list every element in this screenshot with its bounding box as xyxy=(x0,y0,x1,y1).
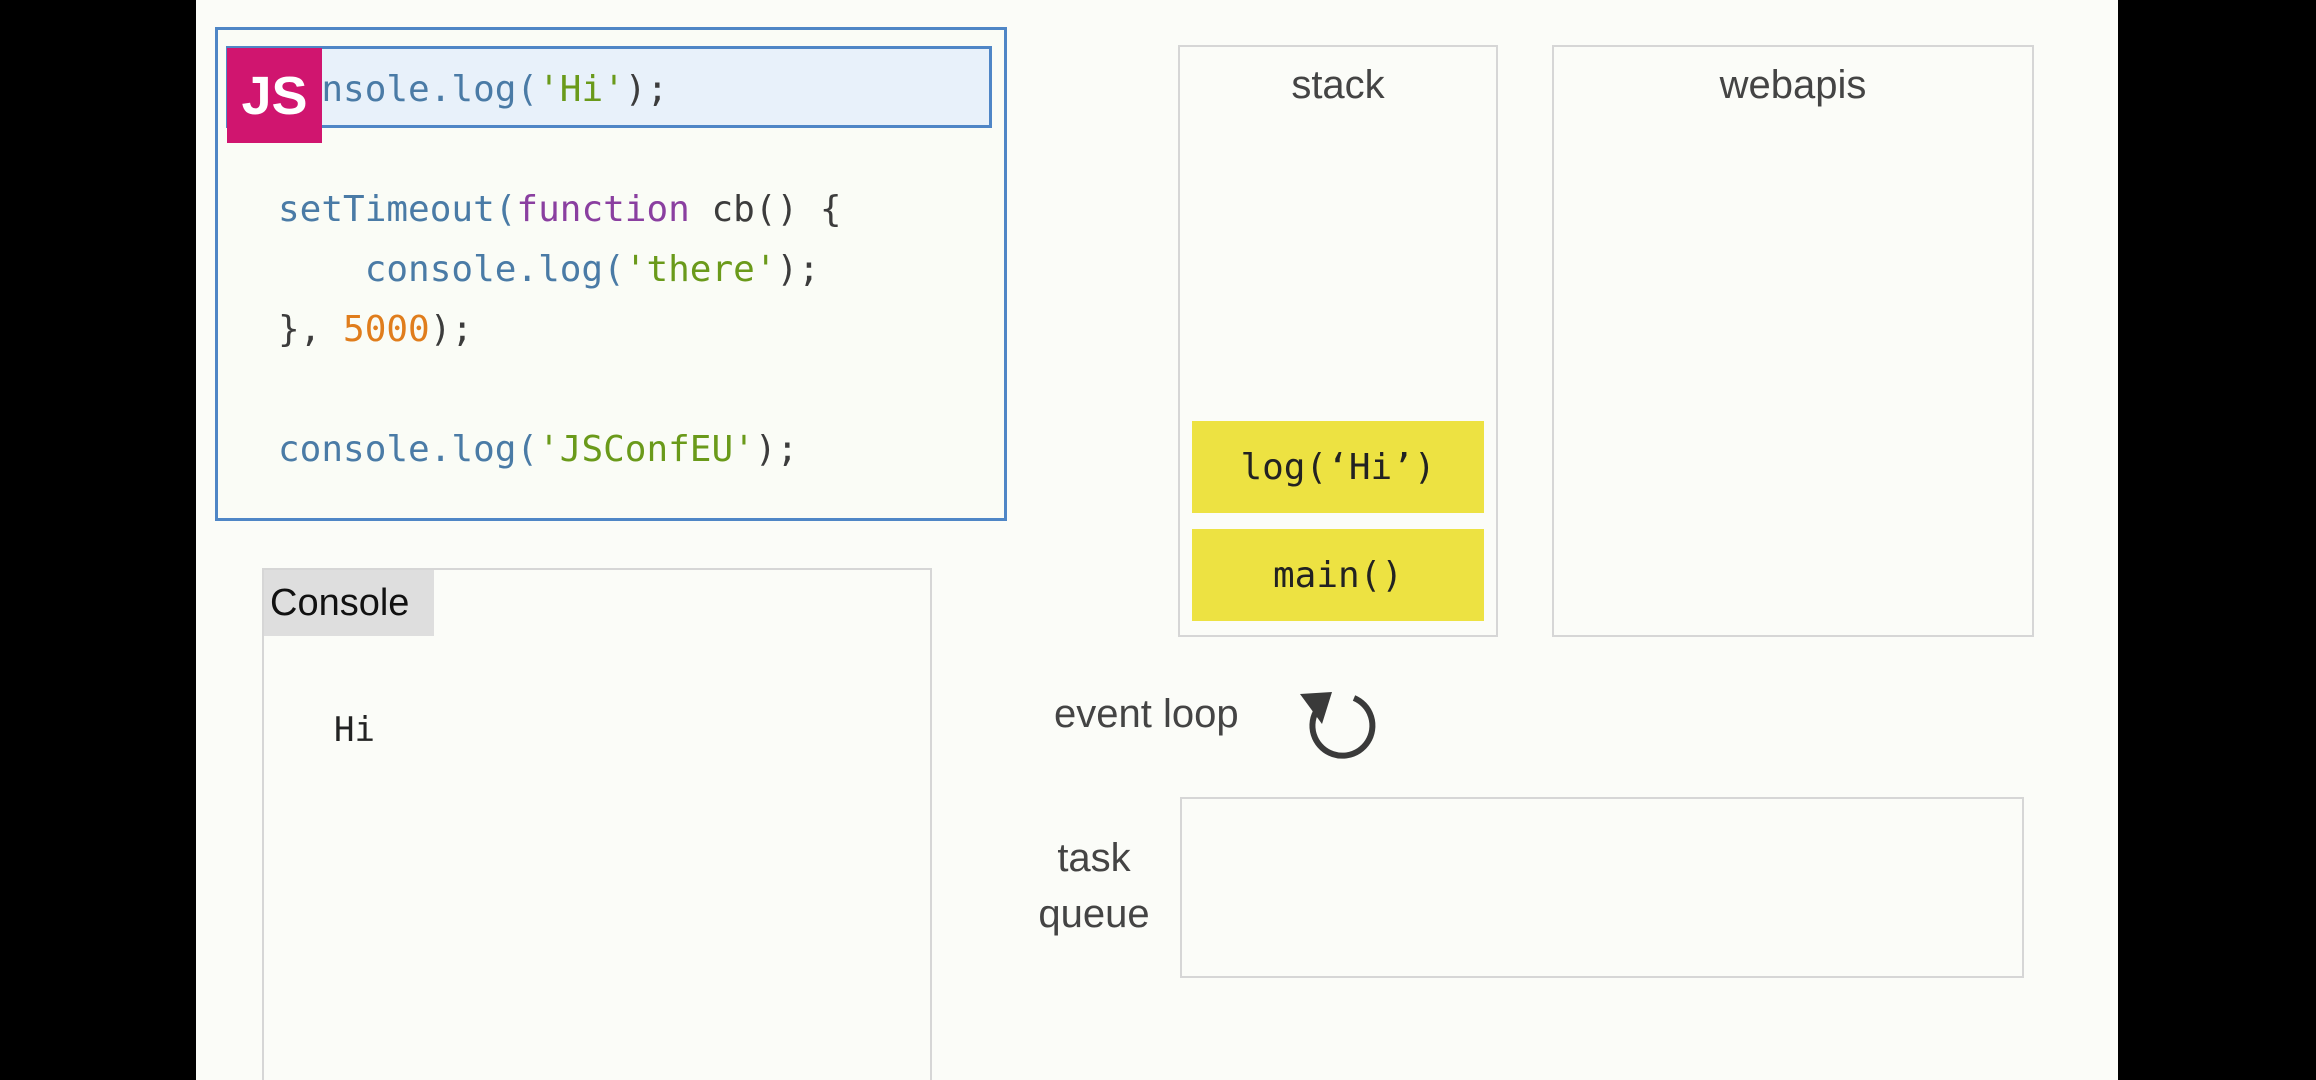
webapis-panel: webapis xyxy=(1552,45,2034,637)
code-token: 5000 xyxy=(343,309,430,350)
code-line-3: console.log('there'); xyxy=(278,240,820,300)
call-stack-panel: stack log(‘Hi’) main() xyxy=(1178,45,1498,637)
event-loop-label: event loop xyxy=(1054,692,1239,736)
code-token: function xyxy=(516,189,690,230)
task-queue-label-line2: queue xyxy=(1038,892,1150,936)
code-token: console.log( xyxy=(278,249,625,290)
code-panel: JS console.log('Hi'); setTimeout(functio… xyxy=(215,27,1007,521)
stack-frame-log: log(‘Hi’) xyxy=(1192,421,1484,513)
code-token: cb() { xyxy=(689,189,842,230)
stack-frame-main: main() xyxy=(1192,529,1484,621)
code-token: ); xyxy=(624,69,669,110)
code-line-1: console.log('Hi'); xyxy=(278,60,668,120)
refresh-icon xyxy=(1300,692,1376,759)
slide: JS console.log('Hi'); setTimeout(functio… xyxy=(196,0,2118,1080)
code-token: 'Hi' xyxy=(538,69,625,110)
code-line-5: console.log('JSConfEU'); xyxy=(278,420,798,480)
code-token: 'there' xyxy=(624,249,777,290)
task-queue-panel xyxy=(1180,797,2024,978)
task-queue-label-line1: task xyxy=(1057,836,1131,880)
stack-title: stack xyxy=(1291,63,1385,107)
console-title: Console xyxy=(264,570,434,636)
current-line-highlight xyxy=(226,46,992,128)
code-token: console.log( xyxy=(278,429,539,470)
task-queue-label: task queue xyxy=(1034,830,1154,942)
webapis-title: webapis xyxy=(1719,63,1867,107)
code-token: }, xyxy=(278,309,344,350)
code-line-2: setTimeout(function cb() { xyxy=(278,180,842,240)
console-panel: Console Hi xyxy=(262,568,932,1080)
code-line-4: }, 5000); xyxy=(278,300,473,360)
code-token: setTimeout( xyxy=(278,189,517,230)
js-badge: JS xyxy=(227,48,322,143)
console-output: Hi xyxy=(334,710,375,750)
code-token: ); xyxy=(776,249,820,290)
code-token: ); xyxy=(754,429,799,470)
code-token: 'JSConfEU' xyxy=(538,429,755,470)
code-token: ); xyxy=(429,309,474,350)
